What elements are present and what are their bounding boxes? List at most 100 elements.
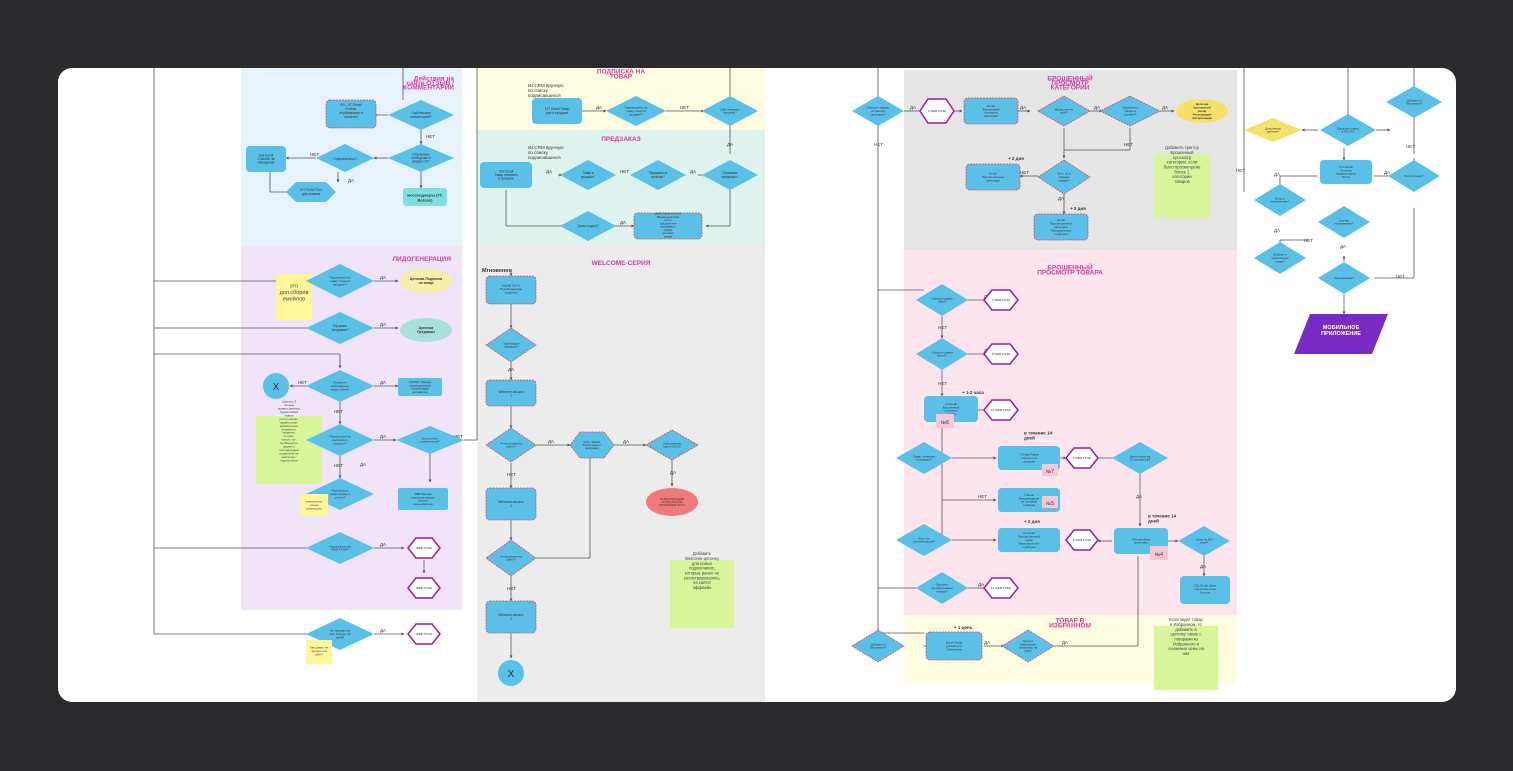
app-chosen-decision[interactable] (1254, 242, 1306, 274)
pre-email-node[interactable] (480, 162, 532, 188)
fav-email-node[interactable] (925, 631, 983, 661)
app-auth-decision[interactable] (1318, 262, 1370, 294)
prod-webpush-8[interactable] (983, 343, 1019, 365)
welcome-reg-decision-2[interactable] (485, 539, 537, 577)
mobile-app-node[interactable] (1294, 314, 1388, 354)
lead-decision-base[interactable] (396, 426, 464, 454)
pre-decision-1[interactable] (560, 160, 616, 190)
lead-decision-sub[interactable] (306, 264, 374, 298)
app-card-decision[interactable] (1320, 114, 1376, 146)
app-data-decision[interactable] (1244, 118, 1302, 142)
welcome-confirm-decision[interactable] (485, 327, 537, 363)
prod-webpush-7[interactable] (983, 289, 1019, 311)
prod-webpush-14[interactable] (983, 577, 1019, 599)
prod-decision-3[interactable] (896, 442, 952, 474)
prod-decision-price[interactable] (1112, 442, 1168, 474)
fav-decision[interactable] (851, 629, 905, 663)
cat-email-3[interactable] (1033, 213, 1089, 241)
review-email-node[interactable] (325, 99, 377, 129)
sub-decision-2[interactable] (702, 96, 758, 126)
pre-action-node[interactable] (633, 212, 703, 240)
welcome-sms-node[interactable] (569, 431, 615, 459)
welcome-start-node[interactable] (485, 275, 537, 305)
sub-email-node[interactable] (532, 98, 582, 124)
review-feedback-decision[interactable] (388, 144, 454, 172)
app-email-node[interactable] (1320, 160, 1372, 184)
pre-decision-3[interactable] (702, 160, 758, 190)
prod-email-6[interactable] (1180, 576, 1230, 604)
review-subscribed-decision[interactable] (316, 144, 374, 172)
prod-webpush-10[interactable] (983, 399, 1019, 421)
cat-decision-viewed[interactable] (852, 96, 904, 126)
lead-decision-pre[interactable] (306, 312, 374, 344)
prod-decision-5pct[interactable] (1178, 526, 1230, 556)
lead-webpush-1[interactable] (407, 537, 441, 559)
app-reg-decision[interactable] (1388, 160, 1440, 192)
lead-decision-webpush[interactable] (306, 532, 374, 564)
app-enter-decision[interactable] (1254, 184, 1306, 216)
review-thanks-node[interactable] (246, 146, 286, 172)
lead-decision-footer[interactable] (306, 424, 374, 456)
svg-text:НЕТ: НЕТ (507, 586, 516, 591)
cat-decision-cart[interactable] (1099, 95, 1161, 127)
svg-text:ДА: ДА (548, 439, 554, 444)
cat-decision-returned[interactable] (1037, 95, 1091, 127)
review-push-node[interactable] (286, 182, 336, 202)
cat-decision-discount[interactable] (1037, 159, 1091, 195)
lead-exit-x[interactable] (263, 373, 289, 399)
messengers-node[interactable] (403, 188, 447, 206)
welcome-card-decision[interactable] (645, 429, 699, 461)
pre-decision-4[interactable] (560, 211, 616, 241)
welcome-exit-x[interactable] (498, 660, 524, 686)
cat-webpush[interactable] (919, 98, 955, 124)
lead-decision-webinar[interactable] (306, 370, 374, 402)
cat-email-node[interactable] (963, 97, 1019, 125)
review-published-decision[interactable] (388, 100, 454, 130)
cat-chain-node[interactable] (1176, 99, 1228, 123)
prod-webpush-5[interactable] (1065, 447, 1099, 469)
welcome-email-2[interactable] (485, 487, 537, 521)
welcome-email-3[interactable] (485, 600, 537, 634)
welcome-loyalty-node[interactable] (646, 488, 698, 516)
prod-webpush-14-label: 14 WEB PUSH (991, 586, 1011, 590)
prod-decision-viewed[interactable] (916, 572, 968, 604)
prod-decision-recs[interactable] (896, 524, 952, 556)
pre-decision-2[interactable] (630, 160, 686, 190)
prod-webpush-5b[interactable] (1065, 529, 1099, 551)
lead-new-user-node[interactable] (398, 488, 448, 510)
lead-webpush-2[interactable] (407, 577, 441, 599)
svg-text:ДА: ДА (1274, 172, 1280, 177)
sub-decision-1[interactable] (606, 96, 666, 126)
lead-chain-pre[interactable] (400, 318, 452, 342)
welcome-email-1[interactable] (485, 379, 537, 407)
app-decision-fav[interactable] (1386, 86, 1442, 118)
cat-email-2[interactable] (965, 163, 1021, 191)
svg-text:НЕТ: НЕТ (507, 472, 516, 477)
fav-price-decision[interactable] (1001, 629, 1055, 663)
prod-decision-1[interactable] (916, 284, 968, 316)
app-download-decision[interactable] (1318, 206, 1370, 238)
num-4-label: №4 (1155, 552, 1163, 558)
welcome-reg-decision-1[interactable] (485, 427, 537, 463)
lead-popup-node[interactable] (398, 378, 442, 396)
prod-decision-2[interactable] (916, 338, 968, 370)
lead-webpush-3[interactable] (407, 623, 441, 645)
messengers-label: мессенджеры (ТГ,Вotcan) (407, 193, 443, 203)
lead-chain-sub[interactable] (400, 269, 452, 293)
svg-text:ДА: ДА (380, 380, 386, 385)
prod-email-4[interactable] (998, 528, 1060, 552)
